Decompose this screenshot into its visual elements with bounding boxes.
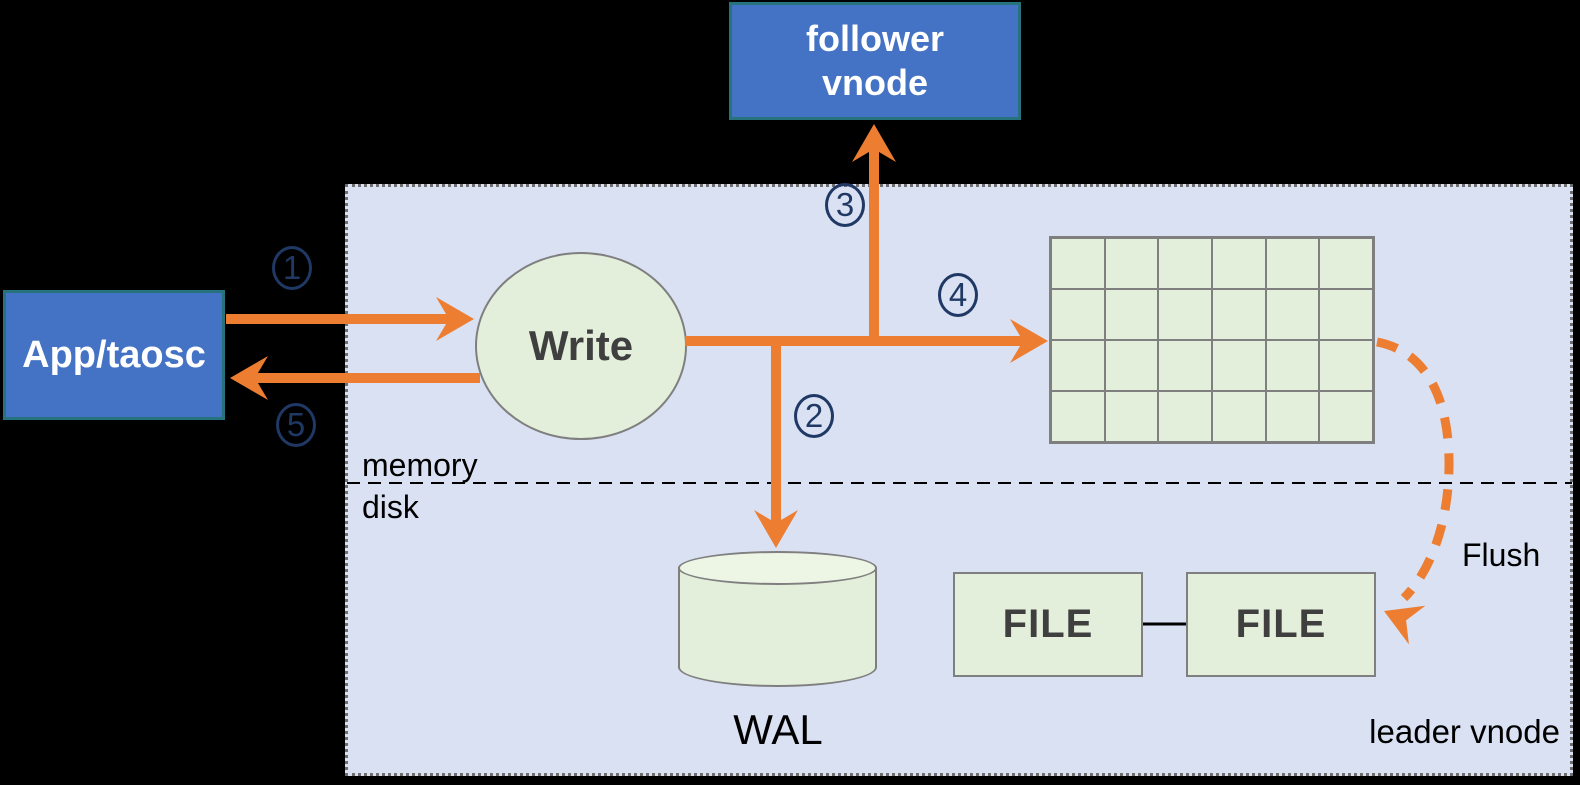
step-4-badge: 4 [938,273,978,317]
memtable-cell [1265,238,1320,289]
memtable-cell [1319,340,1373,391]
wal-cylinder-body [678,567,877,687]
step-5-badge: 5 [276,403,316,447]
memtable-cell [1158,289,1212,340]
memtable-cell [1104,340,1159,391]
memtable-cell [1104,289,1159,340]
memtable-cell [1319,391,1373,442]
file-box-2: FILE [1186,572,1376,677]
file-1-label: FILE [1002,602,1094,646]
app-taosc-node: App/taosc [3,290,225,420]
file-box-1: FILE [953,572,1143,677]
memtable-cell [1265,289,1320,340]
write-node: Write [475,252,687,440]
arrow-5-head [230,356,268,400]
memtable-grid [1049,236,1375,444]
memtable-cell [1104,238,1159,289]
memtable-cell [1104,391,1159,442]
write-label: Write [528,322,634,369]
arrow-3-head [852,124,896,162]
step-3-badge: 3 [825,183,865,227]
follower-vnode-label-line1: follower [805,17,944,59]
wal-label: WAL [733,706,823,753]
step-2-badge: 2 [794,394,834,438]
follower-vnode-label-line2: vnode [821,62,928,103]
memtable-cell [1158,238,1212,289]
memtable-cell [1265,340,1320,391]
memtable-cell [1212,289,1266,340]
step-1-badge: 1 [272,246,312,290]
wal-cylinder-top [678,551,877,585]
memtable-cell [1212,340,1266,391]
leader-vnode-label: leader vnode [1369,713,1560,750]
memtable-cell [1319,238,1373,289]
memtable-cell [1265,391,1320,442]
app-taosc-label: App/taosc [22,333,206,376]
memtable-cell [1212,238,1266,289]
memtable-cell [1158,340,1212,391]
file-2-label: FILE [1235,602,1327,646]
memtable-cell [1051,238,1105,289]
memtable-cell [1051,340,1105,391]
memtable-cell [1158,391,1212,442]
memory-label: memory [362,447,478,483]
memtable-cell [1212,391,1266,442]
flush-label: Flush [1462,537,1541,573]
memtable-cell [1051,289,1105,340]
memtable-cell [1051,391,1105,442]
disk-label: disk [362,489,419,525]
memtable-cell [1319,289,1373,340]
follower-vnode-node: follower vnode [729,2,1021,120]
